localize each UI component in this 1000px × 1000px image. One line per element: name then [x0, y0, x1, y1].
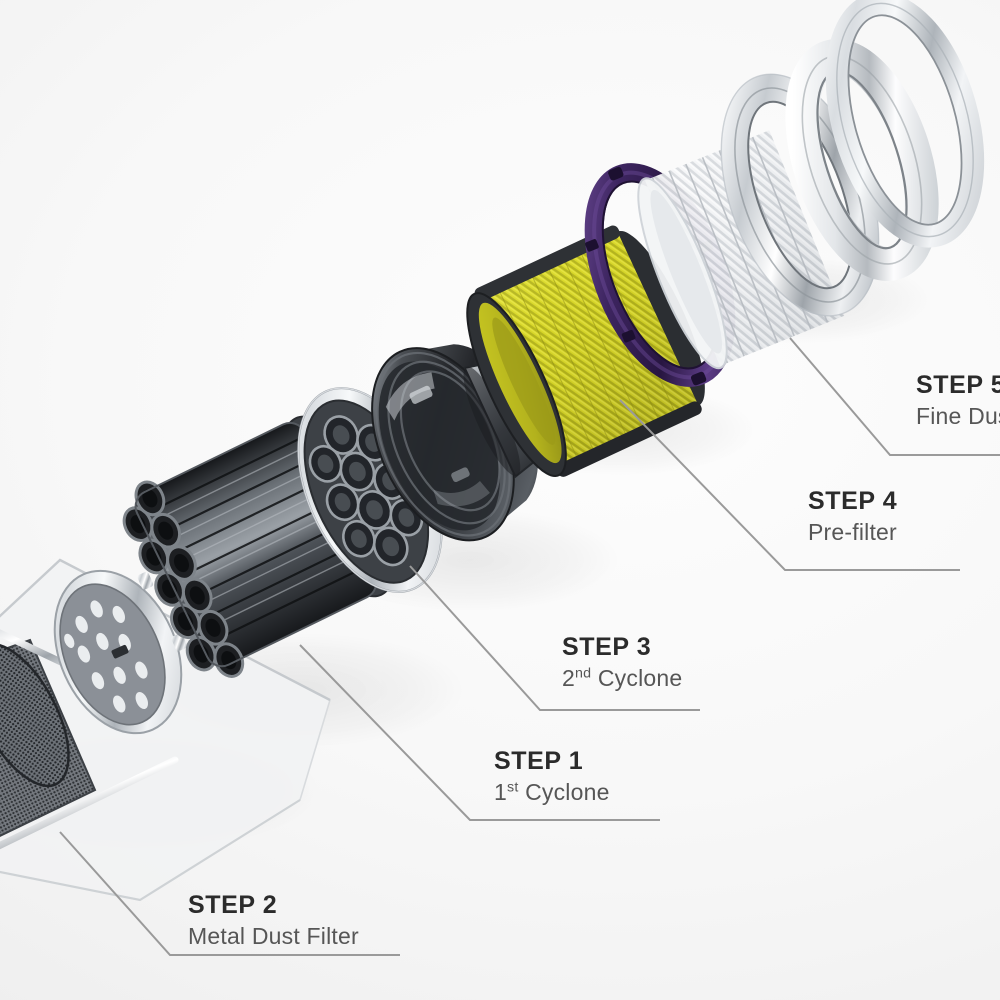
callout-step5-title: STEP 5	[916, 371, 1000, 399]
leader-line-step1	[299, 644, 660, 821]
pleated-fine-filter	[637, 130, 845, 370]
cyclone-tube-mouths	[122, 480, 245, 678]
second-cyclone-housing	[297, 387, 443, 593]
callout-step4-desc: Pre-filter	[808, 519, 897, 545]
callout-step5[interactable]: STEP 5 Fine Dust Filter	[916, 372, 1000, 431]
callout-step1-title: STEP 1	[494, 747, 584, 775]
leader-line-step5	[789, 337, 1000, 456]
callout-step4[interactable]: STEP 4 Pre-filter	[808, 488, 897, 547]
leader-line-step4	[619, 399, 960, 571]
leader-lines	[59, 337, 1000, 956]
callout-step4-title: STEP 4	[808, 487, 898, 515]
callout-step1-desc: 1st Cyclone	[494, 779, 610, 805]
callout-step2-title: STEP 2	[188, 891, 278, 919]
leader-line-step3	[409, 565, 700, 711]
chrome-outer-ring	[825, 0, 985, 248]
callout-step3-title: STEP 3	[562, 633, 652, 661]
leader-line-step2	[59, 831, 400, 956]
callout-step1[interactable]: STEP 1 1st Cyclone	[494, 748, 610, 807]
pre-filter-yellow	[466, 225, 705, 477]
callout-step3-desc: 2nd Cyclone	[562, 665, 683, 691]
fine-dust-filter-assembly	[637, 0, 985, 370]
metal-dust-filter-assembly	[0, 558, 331, 902]
callout-step2-desc: Metal Dust Filter	[188, 923, 359, 949]
callout-step3[interactable]: STEP 3 2nd Cyclone	[562, 634, 682, 693]
perforated-plate	[53, 569, 188, 735]
metal-mesh-cylinder	[0, 638, 97, 837]
callout-step5-desc: Fine Dust Filter	[916, 403, 1000, 429]
callout-step2[interactable]: STEP 2 Metal Dust Filter	[188, 892, 359, 951]
